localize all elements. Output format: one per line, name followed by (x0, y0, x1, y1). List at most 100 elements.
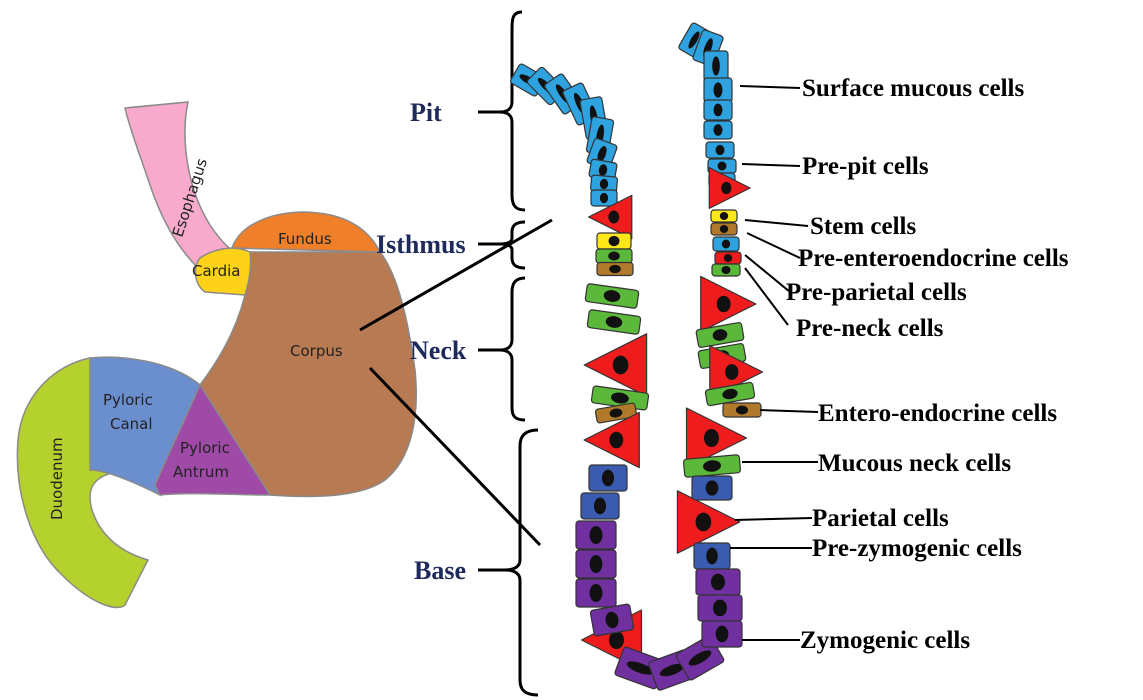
parietal-cell (715, 252, 741, 264)
cell-nucleus (714, 82, 723, 97)
cell-nucleus (602, 470, 614, 487)
cell-nucleus (718, 162, 727, 171)
cell-nucleus (613, 356, 629, 375)
pre-zymogenic-cells-label: Pre-zymogenic cells (812, 535, 1022, 562)
mucous-neck-cells-label: Mucous neck cells (818, 450, 1011, 477)
cell-nucleus (721, 182, 731, 194)
cell-nucleus (609, 236, 620, 246)
zymogenic-cell (702, 621, 742, 647)
cell-nucleus (600, 193, 608, 203)
pre-enteroendocrine-cells-label: Pre-enteroendocrine cells (798, 245, 1069, 272)
region-neck-label: Neck (410, 336, 467, 365)
pyloric-canal-label-line1: Pyloric (103, 391, 153, 409)
pre-enteroendocrine-leader (747, 233, 800, 258)
surface-mucous-cell (713, 237, 739, 251)
zymogenic-cell (576, 550, 616, 578)
entero-endocrine-cells-label: Entero-endocrine cells (818, 400, 1057, 427)
region-base-label: Base (414, 556, 466, 585)
pre-pit-leader (742, 164, 800, 166)
enteroendocrine-cell (597, 263, 633, 276)
region-isthmus-label: Isthmus (376, 230, 466, 259)
base-bracket (505, 430, 538, 695)
stomach: Esophagus Fundus Cardia Corpus Duodenum … (17, 102, 552, 607)
stem-cell (597, 233, 631, 249)
pit-bracket (500, 12, 525, 210)
gastric-gland (510, 22, 763, 691)
duodenum-label: Duodenum (48, 437, 66, 520)
cell-nucleus (725, 364, 738, 380)
zymogenic-cell (696, 569, 740, 595)
cell-nucleus (716, 145, 725, 155)
cell-nucleus (706, 480, 719, 495)
cell-nucleus (696, 513, 712, 532)
cardia-label: Cardia (192, 262, 240, 280)
cell-nucleus (712, 56, 720, 75)
zymogenic-cell (576, 521, 616, 549)
cell-nucleus (724, 254, 732, 262)
fundus-label: Fundus (278, 230, 332, 248)
pyloric-antrum-label-line2: Antrum (173, 463, 229, 481)
enteroendocrine-cell (711, 223, 737, 235)
esophagus-region (125, 102, 235, 268)
pre-zymogenic-cell (692, 476, 732, 500)
cell-nucleus (590, 555, 603, 573)
cell-nucleus (717, 296, 731, 313)
pre-zymogenic-cell (694, 543, 730, 569)
cell-nucleus (722, 240, 730, 249)
pre-neck-leader (745, 268, 788, 325)
mucous-neck-cell (587, 309, 641, 334)
surface-mucous-cell (704, 51, 728, 81)
cell-nucleus (609, 265, 621, 273)
cell-nucleus (736, 406, 748, 415)
cell-nucleus (608, 211, 619, 224)
surface-mucous-leader (740, 86, 800, 88)
pyloric-antrum-label-line1: Pyloric (180, 439, 230, 457)
pre-parietal-leader (745, 255, 790, 292)
cell-nucleus (590, 584, 603, 602)
parietal-cell (701, 276, 756, 331)
mucous-neck-cell (585, 283, 639, 308)
mucous-neck-cell (712, 264, 740, 276)
surface-mucous-cell (704, 78, 732, 102)
zymogenic-cell (576, 579, 616, 607)
stem-leader (745, 220, 808, 226)
cell-nucleus (608, 252, 620, 261)
isthmus-bracket (500, 222, 525, 268)
cell-nucleus (716, 626, 729, 643)
cell-nucleus (594, 498, 606, 515)
surface-mucous-cells-label: Surface mucous cells (802, 75, 1024, 102)
pre-neck-cells-label: Pre-neck cells (796, 315, 944, 342)
neck-bracket (500, 278, 525, 420)
zymogenic-cell (698, 595, 742, 621)
cell-nucleus (722, 266, 731, 274)
corpus-label: Corpus (290, 342, 343, 360)
mucous-neck-cell (596, 249, 632, 263)
cell-nucleus (714, 104, 723, 117)
cell-nucleus (720, 212, 728, 220)
cell-nucleus (609, 432, 623, 449)
cell-nucleus (714, 124, 723, 136)
enteroendocrine-cell (723, 403, 761, 417)
entero-endocrine-leader (760, 410, 818, 412)
surface-mucous-cell (704, 121, 732, 139)
region-pit-label: Pit (410, 98, 442, 127)
pyloric-canal-label-line2: Canal (110, 415, 153, 433)
parietal-leader (735, 518, 812, 520)
cell-nucleus (706, 548, 718, 565)
pre-pit-cells-label: Pre-pit cells (802, 153, 929, 180)
pre-parietal-cells-label: Pre-parietal cells (786, 279, 967, 306)
pre-zymogenic-cell (581, 493, 619, 519)
cell-nucleus (720, 225, 728, 233)
zymogenic-cells-label: Zymogenic cells (800, 627, 970, 654)
surface-mucous-cell (704, 100, 732, 120)
pre-zymogenic-cell (589, 465, 627, 491)
cell-nucleus (704, 429, 719, 447)
region-brackets (478, 12, 538, 695)
cell-nucleus (711, 574, 725, 591)
surface-mucous-cell (706, 142, 734, 158)
stem-cell (711, 210, 737, 222)
cell-nucleus (590, 526, 603, 544)
cell-nucleus (713, 600, 727, 617)
